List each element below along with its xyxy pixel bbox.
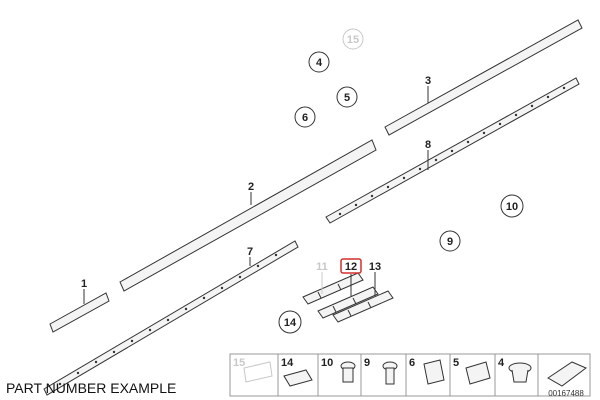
part-13-clip[interactable] [332, 272, 394, 323]
callout-6[interactable]: 6 [294, 106, 316, 128]
strip-cell-14[interactable] [277, 353, 319, 397]
callout-11-label[interactable]: 11 [316, 261, 328, 273]
callout-13-label[interactable]: 13 [369, 261, 381, 273]
callout-5[interactable]: 5 [336, 86, 358, 108]
callout-6-label: 6 [302, 112, 308, 124]
strip-cell-15[interactable] [229, 353, 279, 397]
callout-9-label: 9 [447, 236, 453, 248]
callout-14-label: 14 [284, 317, 297, 329]
strip-label-15: 15 [233, 357, 245, 369]
strip-label-10: 10 [321, 357, 333, 369]
strip-label-9: 9 [364, 357, 370, 369]
parts-strip: 15 14 10 9 6 5 4 00167488 [229, 353, 591, 398]
callout-14[interactable]: 14 [278, 310, 302, 334]
strip-arrow-icon [547, 361, 587, 387]
callout-3-label[interactable]: 3 [425, 75, 431, 87]
strip-label-4: 4 [498, 357, 505, 369]
callout-8-label[interactable]: 8 [425, 139, 431, 151]
callout-5-label: 5 [344, 92, 350, 104]
strip-14-pad-icon [283, 369, 313, 387]
part-3-trim-strip[interactable] [384, 19, 583, 136]
callout-1-label[interactable]: 1 [81, 278, 87, 290]
strip-cell-arrow[interactable] [537, 353, 591, 397]
reference-number: 00167488 [548, 389, 584, 398]
callout-4-label: 4 [316, 57, 323, 69]
strip-15-clip-icon [243, 361, 273, 383]
strip-cell-9[interactable] [360, 353, 407, 397]
part-11-clip[interactable] [302, 272, 364, 305]
callout-15[interactable]: 15 [342, 28, 364, 50]
callout-9[interactable]: 9 [439, 230, 461, 252]
strip-6-bracket-icon [423, 359, 445, 385]
strip-cell-10[interactable] [317, 353, 362, 397]
strip-label-14: 14 [281, 357, 294, 369]
callout-2-label[interactable]: 2 [248, 181, 254, 193]
strip-label-5: 5 [453, 357, 459, 369]
callout-15-label: 15 [347, 34, 359, 46]
selected-part-highlight [340, 258, 362, 274]
strip-5-clip-icon [465, 361, 491, 385]
strip-label-6: 6 [409, 357, 415, 369]
part-2-trim-strip[interactable] [119, 139, 377, 292]
part-12-clip[interactable] [317, 274, 379, 319]
part-7-rail[interactable] [43, 240, 299, 396]
callout-12-label[interactable]: 12 [345, 261, 357, 273]
callout-7-label[interactable]: 7 [247, 246, 253, 258]
part-8-rail[interactable] [325, 77, 580, 224]
caption-text: PART NUMBER EXAMPLE [6, 380, 177, 396]
callout-4[interactable]: 4 [308, 51, 330, 73]
part-1-small-strip[interactable] [49, 289, 110, 333]
callout-10-label: 10 [506, 201, 518, 213]
callout-10[interactable]: 10 [500, 194, 524, 218]
